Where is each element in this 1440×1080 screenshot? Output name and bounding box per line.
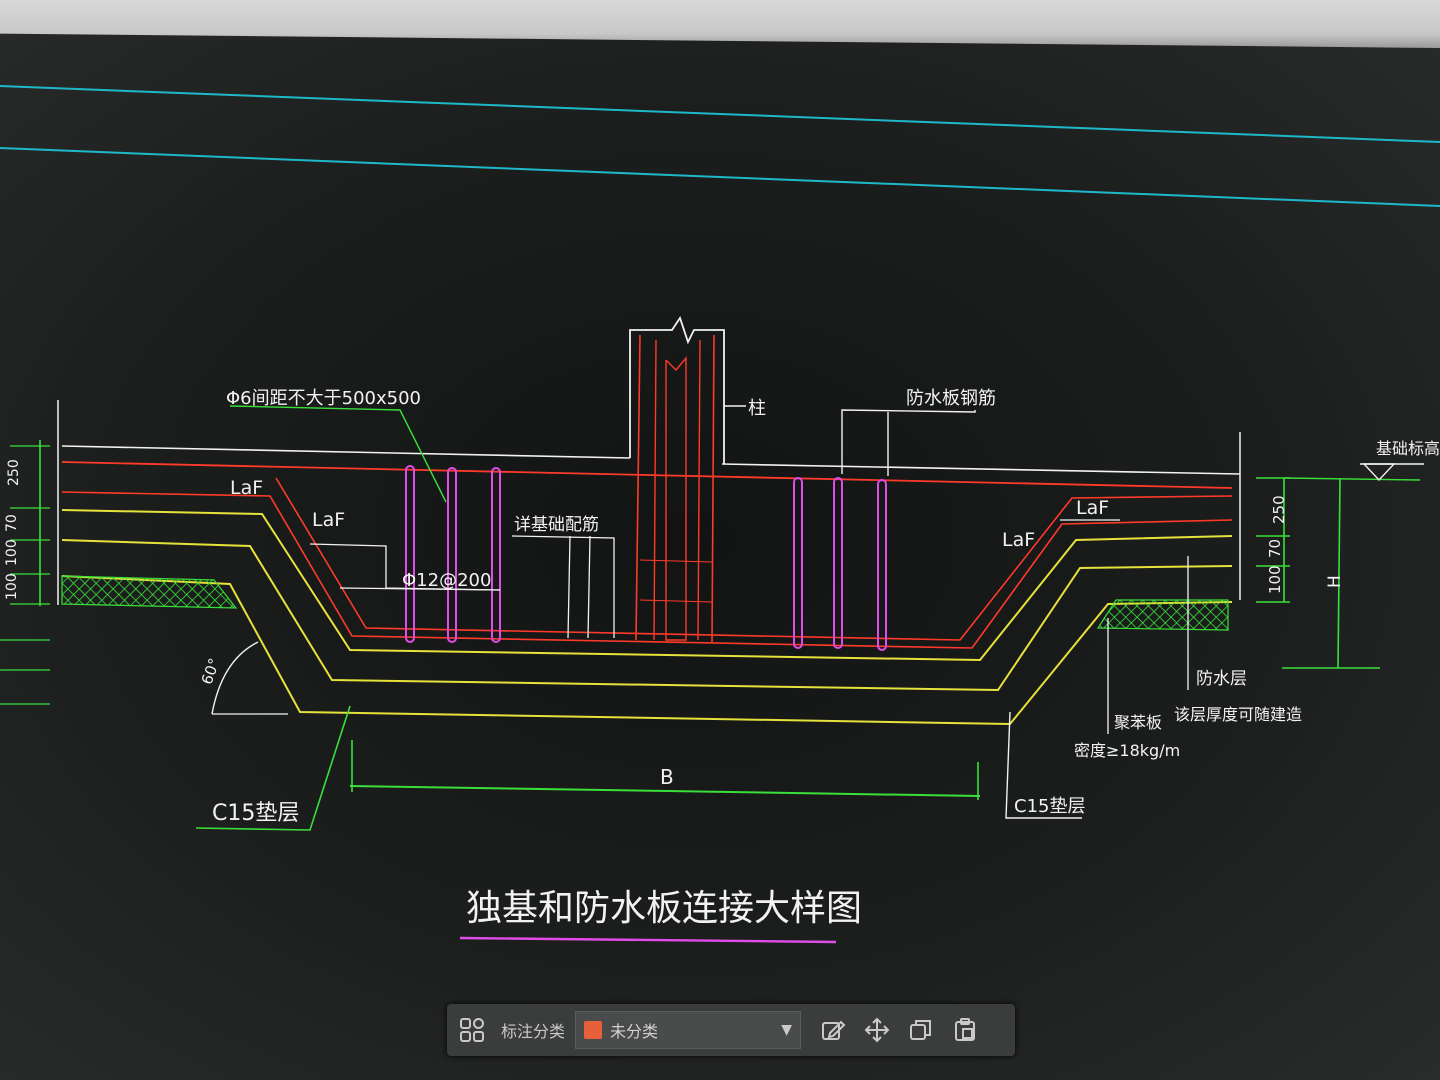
column-rebar-2 xyxy=(711,334,715,643)
column-inner-zigzag xyxy=(665,356,687,641)
label-c15-left: C15垫层 xyxy=(212,801,299,826)
frame-line-second xyxy=(0,147,1440,207)
polystyrene-hatch-left xyxy=(61,575,238,609)
footing-top-rebar xyxy=(275,477,1233,641)
angle-arc xyxy=(211,641,259,715)
label-phi12: Φ12@200 xyxy=(402,570,491,591)
polystyrene-hatch-right xyxy=(1096,599,1229,631)
leader-detail xyxy=(511,535,615,638)
label-foundation-elevation: 基础标高 xyxy=(1376,439,1440,458)
slab-bottom-rebar xyxy=(61,491,1233,649)
label-detail-rebar: 详基础配筋 xyxy=(514,515,599,535)
stirrup-1 xyxy=(405,465,415,643)
label-phi6-spacing: Φ6间距不大于500x500 xyxy=(226,388,421,409)
leader-detail-3 xyxy=(587,535,591,639)
waterproof-layer-top xyxy=(61,509,1233,662)
label-laf-1: LaF xyxy=(230,477,263,499)
label-laf-4: LaF xyxy=(1002,529,1035,551)
stirrup-3 xyxy=(491,467,501,643)
label-laf-2: LaF xyxy=(312,509,345,531)
label-width-b: B xyxy=(660,765,674,789)
frame-line-top xyxy=(0,85,1440,143)
grid-icon[interactable] xyxy=(447,1004,497,1056)
leader-waterproof-rebar xyxy=(841,409,976,474)
label-dim-250-left: 250 xyxy=(6,459,22,486)
paste-icon[interactable] xyxy=(943,1004,987,1056)
column-tie-2 xyxy=(639,599,713,603)
annotation-category-label: 标注分类 xyxy=(501,1022,566,1041)
label-dim-100-right: 100 xyxy=(1266,565,1284,594)
label-layer-thickness: 该层厚度可随建造 xyxy=(1174,705,1302,724)
stirrup-6 xyxy=(877,479,887,651)
category-color-swatch xyxy=(584,1021,603,1039)
grade-line-right xyxy=(721,463,1241,475)
column-outline xyxy=(629,315,725,464)
label-dim-100b-left: 100 xyxy=(4,573,20,600)
column-tie-1 xyxy=(639,559,713,563)
dim-b-line xyxy=(349,785,981,797)
dim-h-top xyxy=(1283,477,1421,481)
elevation-marker xyxy=(1362,463,1396,482)
leader-detail-2 xyxy=(567,535,571,639)
label-dim-100-left: 100 xyxy=(4,539,20,566)
label-polystyrene: 聚苯板 xyxy=(1114,713,1162,732)
label-waterproof-layer: 防水层 xyxy=(1196,669,1247,689)
edit-icon[interactable] xyxy=(811,1004,855,1056)
leader-phi12 xyxy=(339,587,501,591)
label-column: 柱 xyxy=(748,398,766,419)
stirrup-5 xyxy=(833,477,843,649)
label-waterproof-rebar: 防水板钢筋 xyxy=(906,388,996,409)
stirrup-2 xyxy=(447,467,457,643)
label-dim-70-left: 70 xyxy=(4,514,20,532)
annotation-toolbar: 标注分类 未分类 ▼ xyxy=(447,1004,1015,1056)
column-rebar-3 xyxy=(653,339,657,641)
c15-layer-bottom xyxy=(61,575,1233,726)
label-laf-3: LaF xyxy=(1076,497,1109,519)
category-select[interactable]: 未分类 ▼ xyxy=(575,1011,802,1049)
leader-c15-left xyxy=(195,705,351,831)
drawing-title: 独基和防水板连接大样图 xyxy=(466,888,862,929)
grade-line xyxy=(61,445,631,459)
label-c15-right: C15垫层 xyxy=(1014,796,1085,817)
leader-phi6 xyxy=(229,405,447,503)
leader-c15-right xyxy=(1005,711,1082,819)
waterproof-layer-mid xyxy=(61,539,1233,692)
column-rebar-1 xyxy=(635,334,641,641)
title-underline xyxy=(459,936,837,944)
label-dim-70-right: 70 xyxy=(1266,539,1284,558)
label-dim-250-right: 250 xyxy=(1270,495,1288,524)
slab-top-rebar xyxy=(61,461,1233,489)
move-icon[interactable] xyxy=(855,1004,899,1056)
stirrup-4 xyxy=(793,477,803,649)
column-rebar-4 xyxy=(697,339,701,641)
copy-icon[interactable] xyxy=(899,1004,943,1056)
label-density: 密度≥18kg/m xyxy=(1074,741,1180,760)
dim-h-vertical xyxy=(1337,477,1341,669)
chevron-down-icon: ▼ xyxy=(781,1022,793,1038)
category-select-value: 未分类 xyxy=(610,1022,659,1041)
label-angle: 60° xyxy=(198,656,224,687)
label-height-h: H xyxy=(1325,575,1345,588)
